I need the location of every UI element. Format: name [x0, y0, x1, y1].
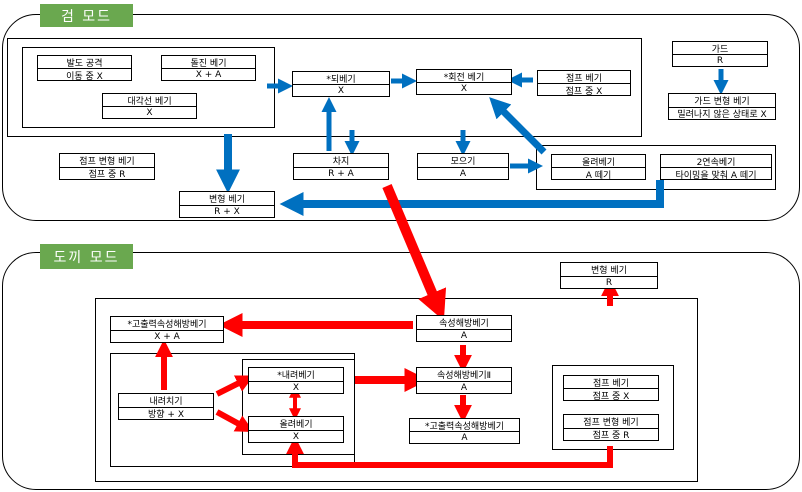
node-title: 차지	[294, 154, 388, 168]
sword-mode-tag: 검 모드	[40, 4, 133, 27]
arrow-upswing-to-hoejeon	[489, 97, 547, 155]
node-axe-jump-morph: 점프 변형 베기 점프 중 R	[563, 414, 659, 441]
node-title: 가드	[673, 42, 767, 55]
node-charge: 차지 R + A	[293, 153, 389, 180]
node-title: 내려치기	[119, 394, 213, 408]
node-guard-morph: 가드 변형 베기 밀려나지 않은 상태로 X	[668, 93, 776, 120]
node-upswing: 올려베기 A 떼기	[551, 154, 646, 180]
node-guard: 가드 R	[672, 41, 768, 67]
node-title: 점프 변형 베기	[60, 154, 154, 168]
node-command: A	[460, 330, 468, 341]
node-title: 발도 공격	[38, 56, 131, 69]
node-title: 점프 변형 베기	[564, 415, 658, 429]
node-command: X	[460, 84, 468, 94]
node-command: 밀려나지 않은 상태로 X	[677, 110, 767, 120]
node-command: 점프 중 X	[565, 86, 603, 97]
node-command: R	[605, 277, 613, 288]
node-title: 돌진 베기	[162, 56, 255, 69]
node-title: 점프 베기	[564, 376, 658, 389]
sword-mode-title: 검 모드	[60, 8, 113, 25]
node-command: 점프 중 R	[592, 431, 630, 441]
node-command: A	[459, 168, 467, 179]
node-dolgin: 돌진 베기 X + A	[161, 55, 256, 81]
axe-mode-title: 도끼 모드	[53, 249, 120, 266]
arrow-overhead-to-downslash	[215, 375, 255, 397]
node-title: 변형 베기	[561, 263, 657, 277]
node-command: 이동 중 X	[66, 71, 103, 82]
node-command: 점프 중 R	[88, 170, 126, 180]
node-doe: *되베기 X	[292, 71, 390, 97]
node-gather: 모으기 A	[417, 153, 509, 180]
node-axe-jump: 점프 베기 점프 중 X	[563, 375, 659, 401]
node-title: *고출력속성해방베기	[410, 419, 519, 432]
node-command: R	[716, 56, 724, 66]
node-title: 가드 변형 베기	[669, 94, 775, 108]
node-title: 속성해방베기Ⅱ	[417, 368, 511, 382]
node-command: R + X	[214, 206, 240, 217]
node-title: 올려베기	[552, 155, 645, 168]
node-command: X	[337, 86, 345, 96]
node-axe-upswing: 올려베기 X	[248, 416, 344, 443]
node-title: 속성해방베기	[417, 316, 511, 330]
node-title: *회전 베기	[417, 70, 511, 83]
node-morph-sword: 변형 베기 R + X	[179, 191, 275, 218]
node-title: *고출력속성해방베기	[111, 317, 223, 331]
node-title: 2연속베기	[661, 155, 771, 168]
node-axe-morph: 변형 베기 R	[560, 262, 658, 289]
node-release2: 속성해방베기Ⅱ A	[416, 367, 512, 394]
node-jump-morph: 점프 변형 베기 점프 중 R	[59, 153, 155, 180]
node-overhead: 내려치기 방향 + X	[118, 393, 214, 420]
node-command: 점프 중 X	[592, 391, 630, 402]
node-command: X	[292, 431, 300, 442]
node-title: 변형 베기	[180, 192, 274, 206]
node-double: 2연속베기 타이밍을 맞춰 A 떼기	[660, 154, 772, 180]
node-title: 올려베기	[249, 417, 343, 431]
node-high-output2: *고출력속성해방베기 A	[409, 418, 520, 444]
node-command: R + A	[328, 168, 354, 179]
node-high-output: *고출력속성해방베기 X + A	[110, 316, 224, 343]
node-title: 모으기	[418, 154, 508, 168]
node-command: X + A	[154, 331, 180, 342]
node-command: A	[461, 433, 468, 443]
node-command: 타이밍을 맞춰 A 떼기	[675, 170, 757, 181]
node-command: 방향 + X	[148, 410, 184, 420]
node-command: X	[292, 382, 300, 393]
node-baldo: 발도 공격 이동 중 X	[37, 55, 132, 81]
node-command: A	[460, 382, 468, 393]
arrow-overhead-to-upswing	[215, 409, 254, 433]
axe-mode-tag: 도끼 모드	[40, 244, 133, 269]
node-command: X + A	[195, 70, 222, 80]
arrow-upswing-to-morph	[279, 180, 664, 216]
node-down-slash: *내려베기 X	[248, 367, 344, 394]
arrow-jumpmorph-to-upswing	[286, 436, 613, 468]
node-title: 대각선 베기	[103, 94, 196, 107]
node-command: X	[146, 108, 153, 118]
node-daegakseon: 대각선 베기 X	[102, 93, 197, 119]
node-jump-slash: 점프 베기 점프 중 X	[537, 70, 631, 96]
arrow-charge-to-release	[382, 184, 447, 321]
node-title: *되베기	[293, 72, 389, 85]
node-release: 속성해방베기 A	[416, 315, 512, 342]
node-command: A 떼기	[585, 170, 612, 181]
node-hoejeon: *회전 베기 X	[416, 69, 512, 95]
node-title: 점프 베기	[538, 71, 630, 84]
node-title: *내려베기	[249, 368, 343, 382]
